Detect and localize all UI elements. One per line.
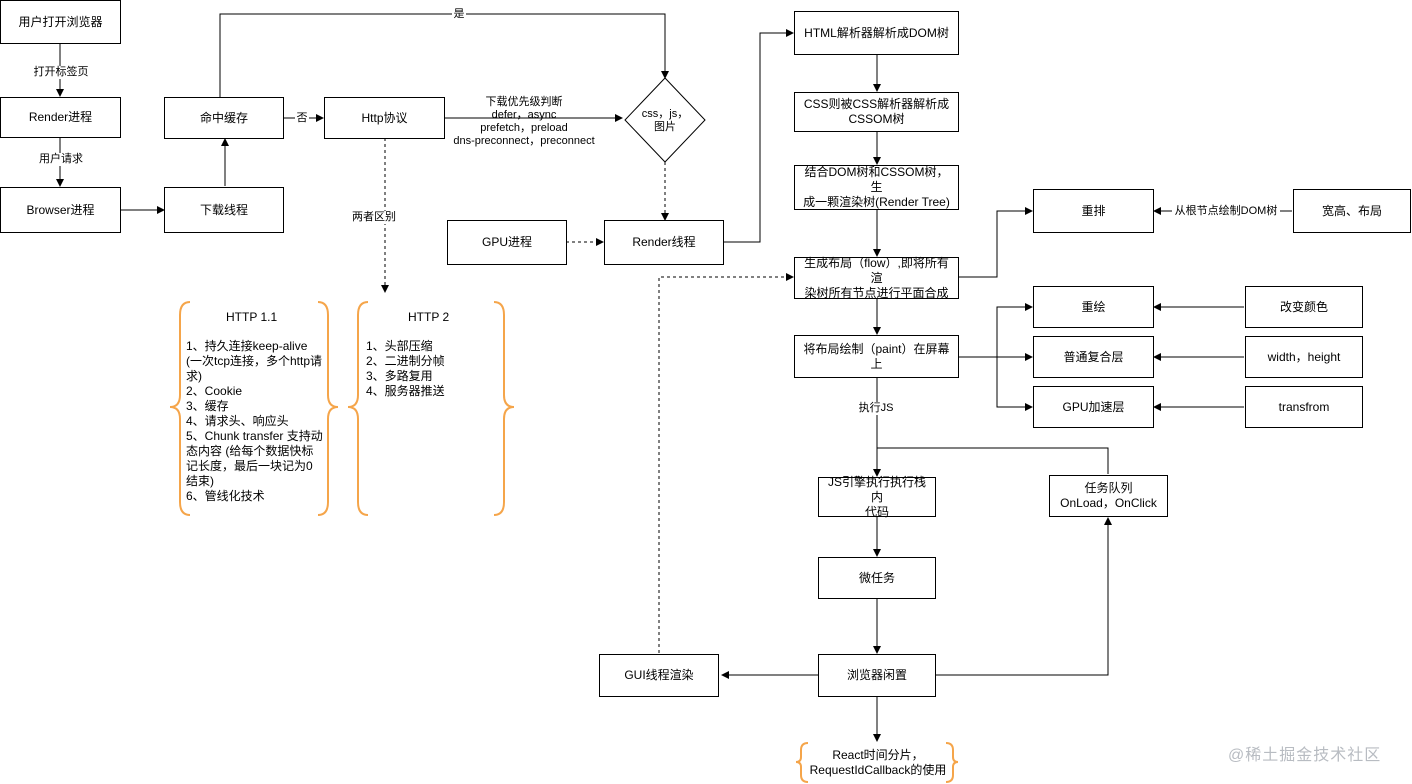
label-user-request: 用户请求 [36,153,86,166]
node-css-js-img: css，js， 图片 [641,108,689,133]
node-gpu-layer: GPU加速层 [1033,386,1154,428]
http2-title: HTTP 2 [408,310,450,324]
label-run-js: 执行JS [856,402,896,415]
label-no: 否 [295,112,309,125]
node-repaint: 重绘 [1033,286,1154,328]
react-right-brace [945,742,959,783]
edge-gui-to-layout [658,273,794,653]
edge-cache-yes [219,13,669,98]
edge-layout-to-reflow [958,207,1033,278]
http11-right-brace [317,301,339,516]
node-http-protocol: Http协议 [324,97,445,139]
http2-left-brace [347,301,369,516]
node-width-height: width，height [1245,336,1363,378]
node-change-color: 改变颜色 [1245,286,1363,328]
http11-left-brace [169,301,191,516]
label-from-root: 从根节点绘制DOM树 [1172,205,1280,218]
node-microtask: 微任务 [818,557,936,599]
node-layout-flow: 生成布局（flow）,即将所有渲 染树所有节点进行平面合成 [794,256,959,300]
label-difference: 两者区别 [350,211,398,224]
http11-features: 1、持久连接keep-alive (一次tcp连接，多个http请 求) 2、C… [186,339,323,503]
edge-render-thread-to-html [724,29,794,243]
label-open-tab: 打开标签页 [30,66,92,79]
http2-right-brace [493,301,515,516]
node-task-queue: 任务队列 OnLoad，OnClick [1049,475,1168,517]
http11-title: HTTP 1.1 [226,310,278,324]
node-browser-idle: 浏览器闲置 [818,654,936,697]
http2-features: 1、头部压缩 2、二进制分帧 3、多路复用 4、服务器推送 [366,339,445,398]
edge-paint-to-repaint [996,303,1033,357]
node-render-process: Render进程 [0,97,121,138]
node-reflow: 重排 [1033,189,1154,233]
node-width-layout: 宽高、布局 [1293,189,1411,233]
node-render-tree: 结合DOM树和CSSOM树，生 成一颗渲染树(Render Tree) [794,165,959,210]
node-composite-layer: 普通复合层 [1033,336,1154,378]
label-yes: 是 [452,8,466,21]
node-css-parser: CSS则被CSS解析器解析成 CSSOM树 [794,92,959,132]
http-braces [169,301,959,783]
edge-idle-to-queue [936,517,1112,676]
node-js-stack: JS引擎执行执行栈内 代码 [818,475,936,519]
watermark: @稀土掘金技术社区 [1228,747,1382,764]
label-download-priority: 下载优先级判断 defer，async prefetch，preload dns… [453,96,595,147]
edge-paint-to-gpu-layer [996,357,1033,411]
node-render-thread: Render线程 [604,220,724,265]
node-browser-process: Browser进程 [0,187,121,233]
node-gpu-process: GPU进程 [447,220,567,265]
edge-queue-to-js [877,447,1109,474]
node-download-thread: 下载线程 [164,187,284,233]
node-react-slice: React时间分片， RequestIdCallback的使用 [809,748,947,777]
decision-diamond [624,77,706,163]
node-transform: transfrom [1245,386,1363,428]
node-paint: 将布局绘制（paint）在屏幕上 [794,335,959,378]
node-user-open-browser: 用户打开浏览器 [0,0,121,44]
node-gui-render: GUI线程渲染 [599,654,719,697]
node-cache-hit: 命中缓存 [164,97,284,139]
react-left-brace [795,742,809,783]
node-html-parser: HTML解析器解析成DOM树 [794,11,959,55]
